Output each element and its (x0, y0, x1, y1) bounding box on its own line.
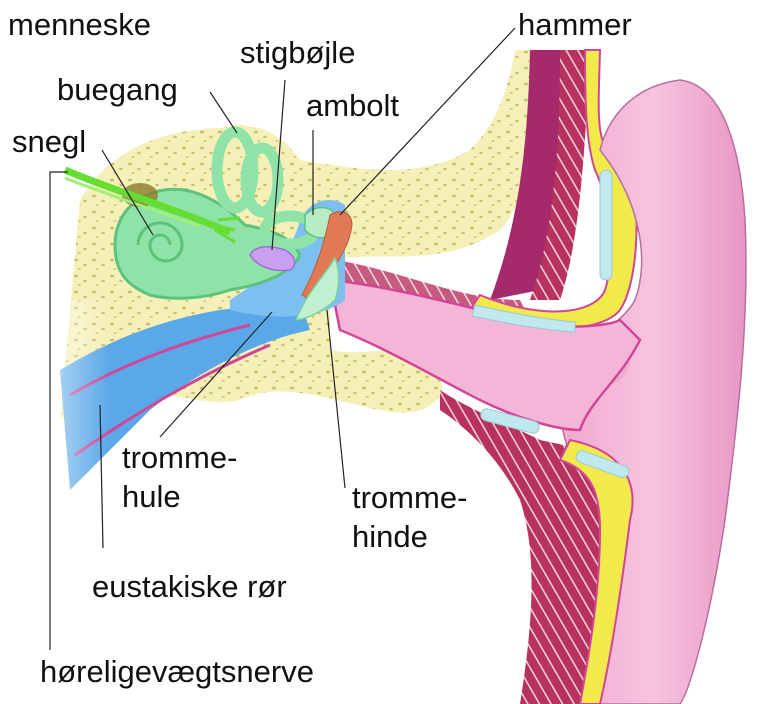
cartilage-bars (471, 169, 630, 479)
label-eardrum-line2: hinde (352, 519, 428, 554)
label-eustachian-tube: eustakiske rør (92, 569, 287, 604)
label-semicircular-canal: buegang (57, 72, 178, 107)
label-auditory-nerve: høreligevægtsnerve (40, 654, 314, 689)
eustachian-tube (0, 300, 310, 520)
auditory-nerve (63, 166, 241, 244)
label-menneske: menneske (8, 7, 152, 42)
label-hammer: hammer (518, 7, 632, 42)
label-stirrup: stigbøjle (240, 35, 356, 70)
label-eardrum-line1: tromme- (352, 480, 468, 515)
label-tympanic-cavity-line2: hule (122, 479, 181, 514)
eardrum-shape (294, 256, 340, 321)
label-cochlea: snegl (12, 124, 87, 159)
label-anvil: ambolt (306, 88, 400, 123)
label-tympanic-cavity-line1: tromme- (122, 440, 238, 475)
ear-canal (328, 278, 642, 432)
inner-ear (113, 126, 321, 300)
leader-lines (49, 27, 516, 650)
stirrup-shape (249, 245, 296, 272)
cartilage-lower (440, 390, 634, 704)
